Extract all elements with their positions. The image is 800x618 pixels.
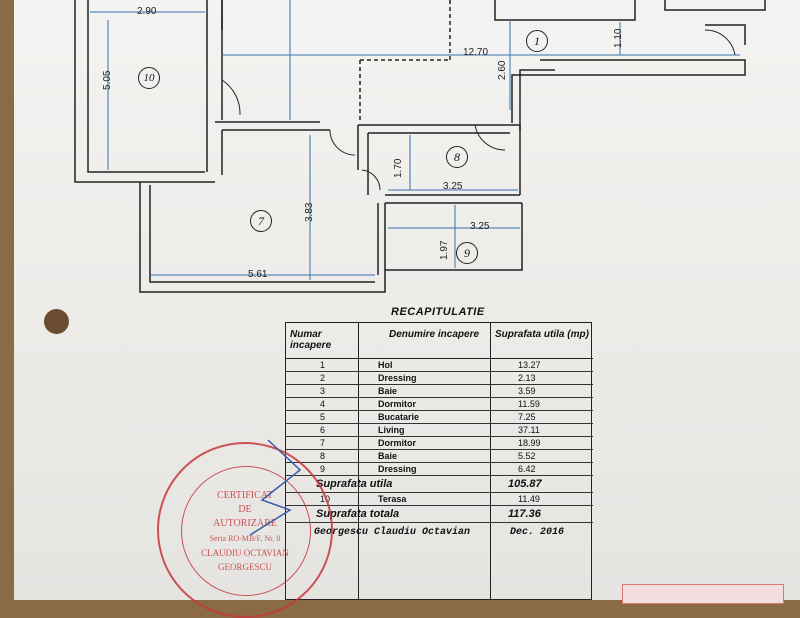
- row-area: 3.59: [518, 386, 536, 396]
- table-row: 8 Baie 5.52: [286, 450, 593, 463]
- red-label-strip: [622, 584, 784, 604]
- total-area-label: Suprafata totala: [316, 508, 400, 520]
- room-label-9: 9: [456, 242, 478, 264]
- punch-hole: [44, 309, 69, 334]
- stamp-line-1: CERTIFICAT: [216, 490, 274, 501]
- row-area: 5.52: [518, 451, 536, 461]
- room-label-7: 7: [250, 210, 272, 232]
- stamp-line-4: Seria RO-MB/F, Nr. 0: [209, 534, 281, 543]
- row-area: 13.27: [518, 360, 541, 370]
- usable-area-value: 105.87: [508, 478, 542, 490]
- table-column-divider: [490, 323, 491, 599]
- row-area: 18.99: [518, 438, 541, 448]
- row-name: Baie: [378, 451, 398, 461]
- signature-row: Georgescu Claudiu Octavian Dec. 2016: [286, 525, 593, 540]
- dim-3-25-room8: 3.25: [443, 181, 463, 192]
- row-area: 11.59: [518, 399, 540, 409]
- table-row: 2 Dressing 2.13: [286, 372, 593, 385]
- table-row: 6 Living 37.11: [286, 424, 593, 437]
- row-number: 9: [320, 464, 326, 474]
- row-name: Dormitor: [378, 399, 416, 409]
- signature-scribble: [249, 439, 302, 536]
- row-number: 6: [320, 425, 326, 435]
- table-row: 5 Bucatarie 7.25: [286, 411, 593, 424]
- row-number: 1: [320, 360, 326, 370]
- stamp-line-6: GEORGESCU: [217, 562, 272, 572]
- table-row: 3 Baie 3.59: [286, 385, 593, 398]
- table-row: 4 Dormitor 11.59: [286, 398, 593, 411]
- table-row: 9 Dressing 6.42: [286, 463, 593, 476]
- room-label-1: 1: [526, 30, 548, 52]
- dim-12-70: 12.70: [463, 47, 489, 58]
- table-row: 1 Hol 13.27: [286, 359, 593, 372]
- row-area: 2.13: [518, 373, 536, 383]
- table-row: 7 Dormitor 18.99: [286, 437, 593, 450]
- row-name: Dressing: [378, 464, 417, 474]
- room-label-10: 10: [138, 67, 160, 89]
- authorization-stamp: CERTIFICAT DE AUTORIZARE Seria RO-MB/F, …: [157, 442, 333, 618]
- header-area: Suprafata utila (mp): [490, 323, 593, 359]
- usable-area-row: Suprafata utila 105.87: [286, 477, 593, 493]
- row-number: 3: [320, 386, 326, 396]
- row-number: 7: [320, 438, 326, 448]
- row-name: Dressing: [378, 373, 417, 383]
- table-column-divider: [358, 323, 359, 599]
- row-area: 11.49: [518, 494, 540, 504]
- row-name: Bucatarie: [378, 412, 420, 422]
- author-name: Georgescu Claudiu Octavian: [314, 527, 471, 538]
- row-name: Living: [378, 425, 405, 435]
- row-name: Terasa: [378, 494, 407, 504]
- row-name: Baie: [378, 386, 398, 396]
- floor-plan: [74, 0, 766, 293]
- row-number: 8: [320, 451, 326, 461]
- row-number: 4: [320, 399, 326, 409]
- dim-2-90: 2.90: [137, 6, 157, 17]
- row-name: Dormitor: [378, 438, 416, 448]
- row-name: Hol: [378, 360, 393, 370]
- stamp-line-3: AUTORIZARE: [213, 518, 277, 529]
- date: Dec. 2016: [510, 527, 565, 538]
- header-room-number: Numar incapere: [286, 323, 358, 359]
- row-area: 6.42: [518, 464, 536, 474]
- row-area: 37.11: [518, 425, 540, 435]
- room-label-8: 8: [446, 146, 468, 168]
- dim-5-61: 5.61: [248, 269, 268, 280]
- stamp-line-2: DE: [238, 504, 252, 515]
- recap-title: RECAPITULATIE: [391, 306, 485, 318]
- total-area-row: Suprafata totala 117.36: [286, 507, 593, 523]
- header-room-name: Denumire incapere: [358, 323, 490, 359]
- usable-area-label: Suprafata utila: [316, 478, 393, 490]
- dim-3-25-room9: 3.25: [470, 221, 490, 232]
- row-number: 2: [320, 373, 326, 383]
- row-area: 7.25: [518, 412, 536, 422]
- row-number: 5: [320, 412, 326, 422]
- paper-sheet: [14, 0, 800, 600]
- stamp-inner-ring: [181, 466, 311, 596]
- signature-stroke: [249, 439, 302, 536]
- total-area-value: 117.36: [508, 508, 541, 520]
- stamp-line-5: CLAUDIU OCTAVIAN: [201, 548, 289, 558]
